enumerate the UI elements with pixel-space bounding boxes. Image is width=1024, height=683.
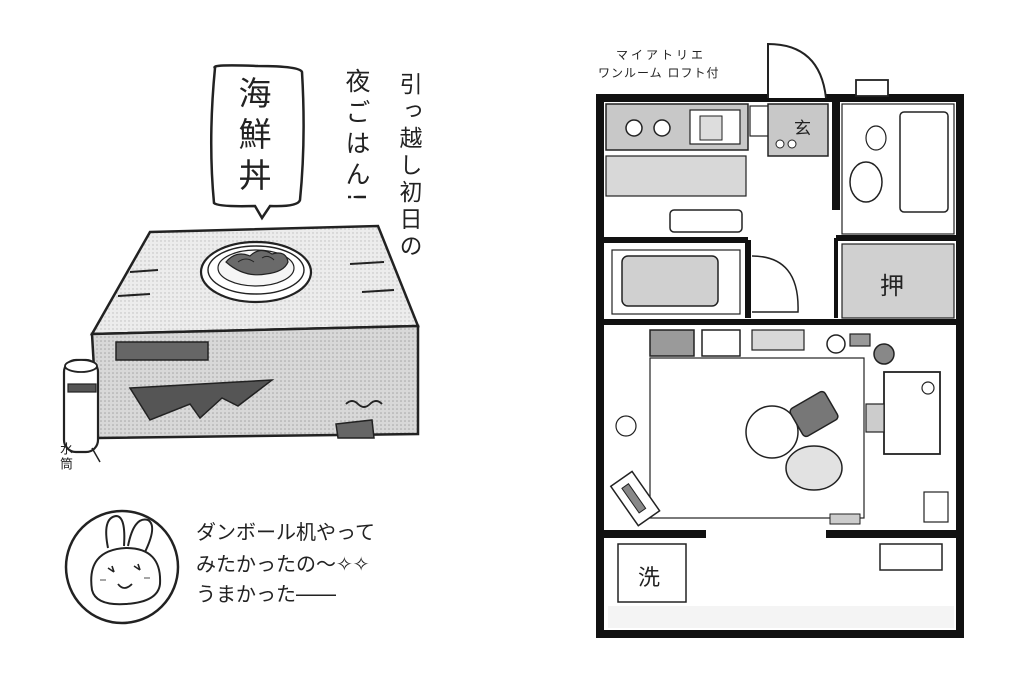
closet-label: 押 [880,272,904,300]
heading-line-2: 夜ごはん! [342,68,371,209]
laundry-label: 洗 [638,566,661,591]
heading-line-1: 引っ越し初日の [395,72,421,261]
thermos-label: 水筒 [57,442,72,472]
entrance-label: 玄 [794,119,811,139]
caption-line-3: うまかった―― [196,582,336,606]
thermos [62,358,101,463]
speech-bubble [210,64,305,221]
caption-line-1: ダンボール机やって [196,520,375,544]
seafood-bowl [199,240,313,304]
caption-line-2: みたかったの～✧✧ [196,552,370,576]
bunny-avatar [64,509,180,625]
plan-title-line-1: マイアトリエ [616,48,707,62]
plan-title-line-2: ワンルーム ロフト付 [598,66,720,80]
cardboard-box-table [89,224,420,440]
floor-plan [596,42,964,638]
bubble-text: 海鮮丼 [233,76,272,199]
